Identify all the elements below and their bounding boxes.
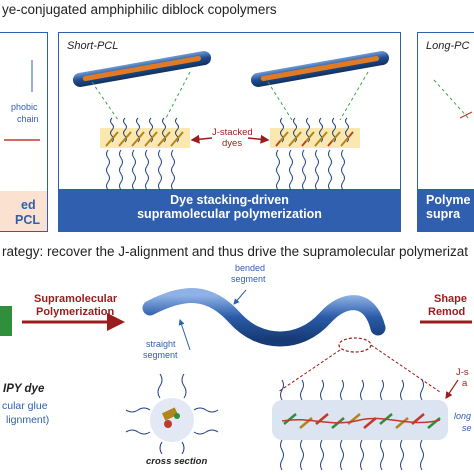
j-stack-label-bottom-1: J-s <box>456 367 469 378</box>
long-pcl-guide <box>433 79 471 121</box>
long-segment-label-1: long <box>454 411 472 421</box>
j-stacked-arrow-right <box>247 134 270 144</box>
long-pcl-panel: Long-PC Polyme supra <box>417 32 474 232</box>
shape-remodel-label-2: Remod <box>428 306 466 318</box>
j-stack-label-bottom-2: a <box>462 378 468 389</box>
bended-segment-label-2: segment <box>231 274 266 284</box>
straight-segment-label-2: segment <box>143 350 178 360</box>
cross-section-label: cross section <box>146 456 208 467</box>
long-pcl-footer-line-2: supra <box>426 207 461 222</box>
bended-segment-pointer <box>233 289 247 305</box>
short-pcl-footer-line-2: supramolecular polymerization <box>137 207 322 222</box>
red-dye-ends-right <box>275 131 354 147</box>
short-pcl-footer-line-1: Dye stacking-driven <box>170 193 289 207</box>
left-panel: phobic chain ed PCL <box>0 32 48 232</box>
left-panel-text-1: phobic <box>11 102 38 112</box>
straight-segment-pointer <box>178 319 191 351</box>
long-segment-graphic <box>272 379 448 471</box>
left-footer-line-1: ed <box>21 198 36 212</box>
short-pcl-rod-left <box>72 51 212 87</box>
bodipy-dye-label: IPY dye <box>3 383 45 395</box>
j-stack-arrow-bottom <box>445 379 459 399</box>
short-pcl-title: Short-PCL <box>67 40 119 52</box>
short-pcl-rod-right <box>250 51 390 87</box>
straight-segment-label-1: straight <box>146 339 176 349</box>
j-stacked-dyes-left <box>105 131 184 147</box>
zoom-guide-right <box>370 344 441 393</box>
supramolecular-polymer-worm <box>142 288 386 347</box>
molecular-glue-label-1: cular glue <box>2 400 48 412</box>
left-panel-footer: ed PCL <box>0 191 47 231</box>
short-pcl-footer: Dye stacking-driven supramolecular polym… <box>59 189 400 231</box>
j-stacked-label-line-2: dyes <box>222 138 243 149</box>
long-segment-label-2: se <box>462 423 472 433</box>
j-stacked-arrow-left <box>190 134 213 144</box>
zoom-guides <box>91 71 369 121</box>
supramolecular-label-2: Polymerization <box>36 306 115 318</box>
long-pcl-title: Long-PC <box>426 40 470 52</box>
left-panel-text-2: chain <box>17 114 39 124</box>
polymer-chains-left <box>106 117 179 191</box>
shape-remodel-label-1: Shape <box>434 293 468 305</box>
molecular-glue-label-2: lignment) <box>6 414 50 426</box>
cross-section-graphic <box>125 373 219 455</box>
long-pcl-dye <box>459 111 473 119</box>
bended-segment-label-1: bended <box>235 263 266 273</box>
zoom-guide-left <box>277 349 341 393</box>
left-footer-line-2: PCL <box>15 213 40 227</box>
long-pcl-footer: Polyme supra <box>418 189 474 231</box>
bodipy-dye-block <box>0 306 12 336</box>
top-title: ye-conjugated amphiphilic diblock copoly… <box>2 2 277 17</box>
zoom-ellipse <box>338 337 372 353</box>
j-stacked-label-line-1: J-stacked <box>212 127 253 138</box>
supramolecular-label-1: Supramolecular <box>34 293 118 305</box>
strategy-title: rategy: recover the J-alignment and thus… <box>2 244 468 259</box>
long-pcl-footer-line-1: Polyme <box>426 193 471 207</box>
